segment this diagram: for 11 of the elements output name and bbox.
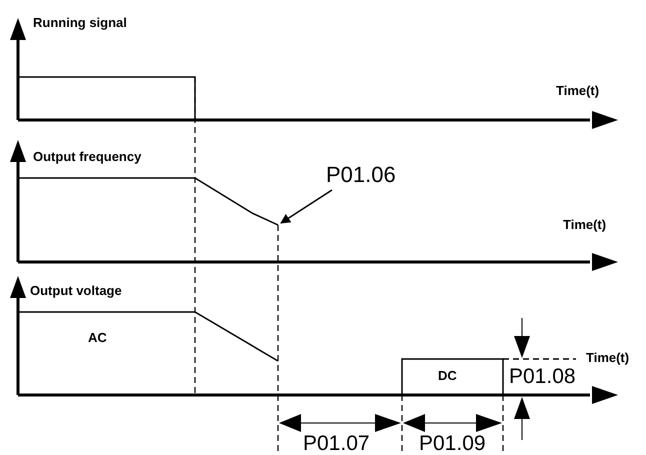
axis-label: Running signal <box>33 16 127 29</box>
axis-label: Time(t) <box>563 218 606 231</box>
frequency-waveform <box>18 177 278 226</box>
axis-label: Time(t) <box>556 84 600 97</box>
parameter-label: P01.06 <box>326 160 406 190</box>
leader-line <box>280 189 332 224</box>
axis-label: AC <box>88 331 107 344</box>
axis-label: Output voltage <box>30 284 122 297</box>
axis-label: Output frequency <box>33 150 142 163</box>
axis-label: DC <box>438 369 457 382</box>
axis-label: Time(t) <box>586 351 630 364</box>
